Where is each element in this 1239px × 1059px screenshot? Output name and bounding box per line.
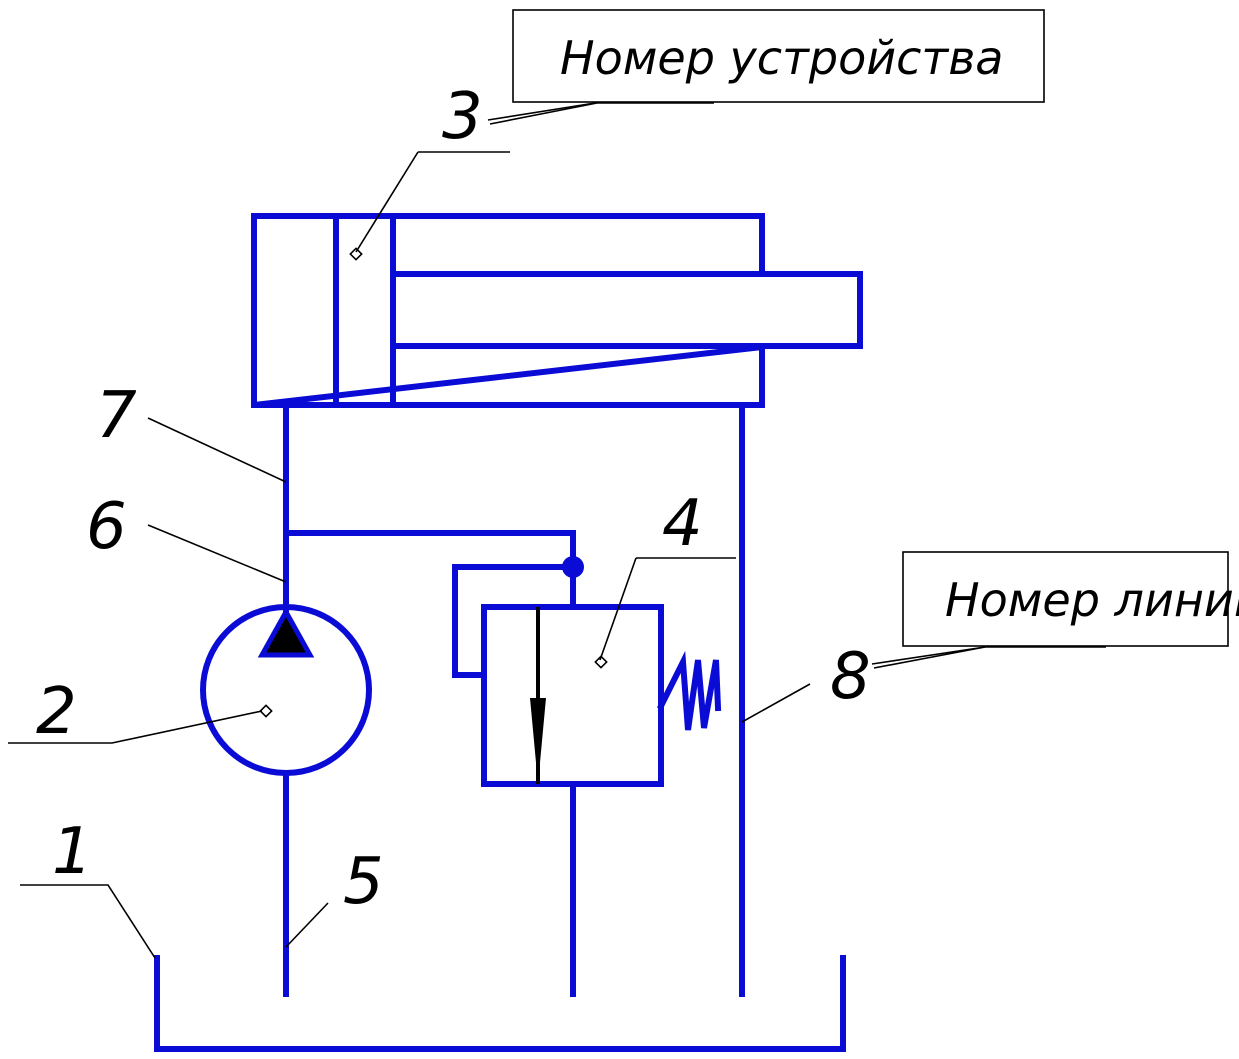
line-note: Номер линии (945, 573, 1239, 627)
label-2: 2 (36, 675, 77, 749)
pump (200, 604, 372, 776)
markers (259, 247, 608, 718)
marker-2-icon (259, 704, 273, 718)
marker-4-icon (594, 655, 608, 669)
label-5: 5 (343, 845, 384, 919)
line-note-box (902, 551, 1229, 647)
branch-line (283, 530, 576, 610)
relief-valve (481, 604, 722, 787)
spring-icon (656, 650, 722, 731)
device-note-box (512, 9, 1045, 103)
pump-triangle-icon (257, 606, 315, 658)
leaders (8, 102, 1106, 959)
label-3: 3 (442, 80, 483, 154)
label-4: 4 (662, 487, 703, 561)
marker-3-icon (349, 247, 363, 261)
label-1: 1 (52, 815, 93, 889)
pilot-line (452, 564, 576, 678)
label-7: 7 (96, 379, 137, 453)
tank (154, 955, 846, 1052)
cylinder (251, 213, 863, 408)
device-note: Номер устройства (560, 31, 1004, 85)
label-6: 6 (86, 490, 127, 564)
label-8: 8 (830, 640, 871, 714)
valve-arrow-icon (530, 698, 546, 784)
